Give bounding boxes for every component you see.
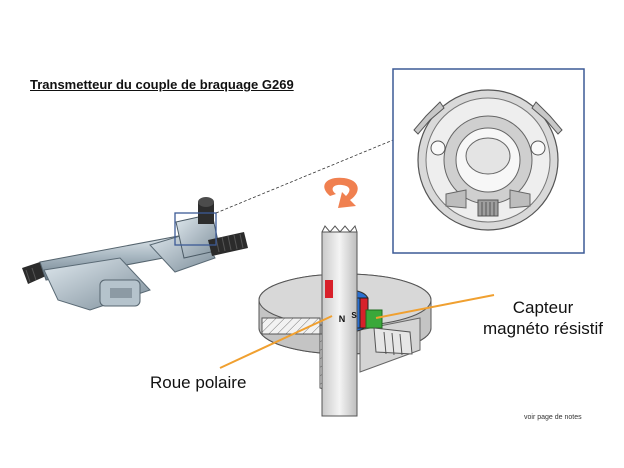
sensor-label-line1: Capteur	[512, 298, 574, 317]
sensor-callout-label: Capteur magnéto résistif	[468, 297, 618, 339]
sensor-location-marker	[174, 212, 217, 246]
south-pole-label: S	[351, 311, 357, 320]
pole-wheel-callout-label: Roue polaire	[150, 373, 247, 392]
inset-leader-line	[215, 139, 394, 214]
footer-note: voir page de notes	[524, 414, 582, 421]
north-pole-label: N	[339, 314, 346, 324]
sensor-label-line2: magnéto résistif	[483, 319, 603, 338]
sensor-callout-line	[375, 294, 495, 319]
rotation-arrow-icon	[324, 177, 358, 208]
page-title: Transmetteur du couple de braquage G269	[30, 77, 294, 92]
sensor-detail-inset	[392, 68, 585, 254]
sensor-cross-section	[258, 224, 432, 417]
steering-rack-illustration	[22, 197, 248, 311]
pole-wheel-callout-line	[219, 315, 333, 369]
